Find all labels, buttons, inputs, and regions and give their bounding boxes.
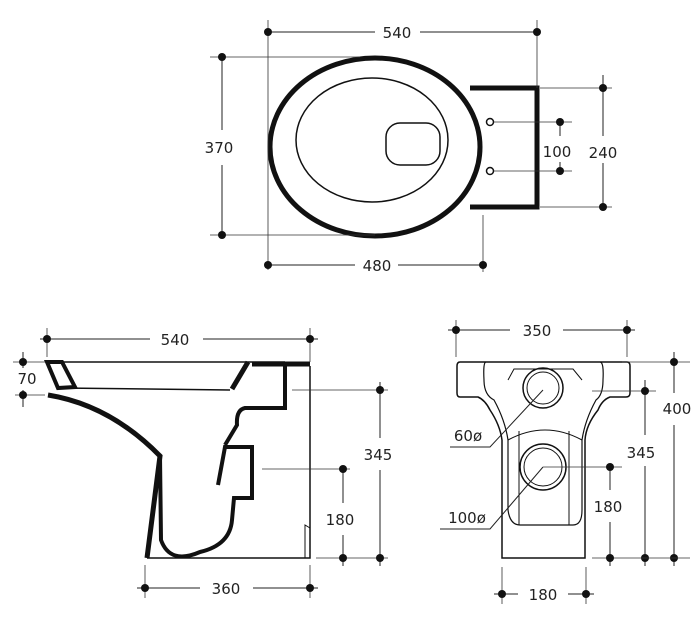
dim-outlet-height: 345: [364, 446, 393, 464]
top-view: 540 370 480 100 240: [205, 20, 618, 275]
rim-back: [229, 360, 310, 391]
dim-side-length: 540: [161, 331, 190, 349]
dim-rim-height: 70: [17, 370, 36, 388]
front-outline: [456, 361, 631, 559]
seat-hole: [385, 122, 441, 166]
front-view: 60ø 100ø 350 400 345 180 180: [440, 320, 691, 604]
dim-hole-spacing: 100: [543, 143, 572, 161]
bowl-inner: [295, 77, 449, 203]
dim-tank-width: 240: [589, 144, 618, 162]
dim-base-width: 180: [529, 586, 558, 604]
dim-front-outlet-height: 345: [627, 444, 656, 462]
base-outline: [147, 366, 311, 559]
trap-upper: [223, 366, 287, 447]
label-100-diameter: 100ø: [448, 509, 486, 527]
dim-bowl-length: 480: [363, 257, 392, 275]
fixing-hole: [485, 166, 495, 176]
inner-body: [483, 361, 604, 526]
outlet-pipe-inner: [526, 371, 560, 405]
base-notch: [304, 524, 311, 558]
rim-front: [43, 360, 79, 391]
dim-base-length: 360: [212, 580, 241, 598]
bowl-outline: [267, 55, 483, 239]
dim-top-width: 370: [205, 139, 234, 157]
trap-inner: [158, 445, 254, 559]
dim-front-inlet-height: 180: [594, 498, 623, 516]
dim-inlet-height: 180: [326, 511, 355, 529]
tank-outline: [470, 85, 540, 210]
label-60-diameter: 60ø: [454, 427, 482, 445]
dim-rim-width: 350: [523, 322, 552, 340]
fixing-hole: [485, 117, 495, 127]
side-view: 540 70 360 345 180: [13, 328, 392, 598]
inner-panel: [507, 368, 583, 525]
dim-total-height: 400: [663, 400, 692, 418]
dim-top-length: 540: [383, 24, 412, 42]
rim-outline: [47, 361, 285, 391]
outlet-pipe: [522, 367, 564, 409]
front-curve: [47, 392, 163, 559]
